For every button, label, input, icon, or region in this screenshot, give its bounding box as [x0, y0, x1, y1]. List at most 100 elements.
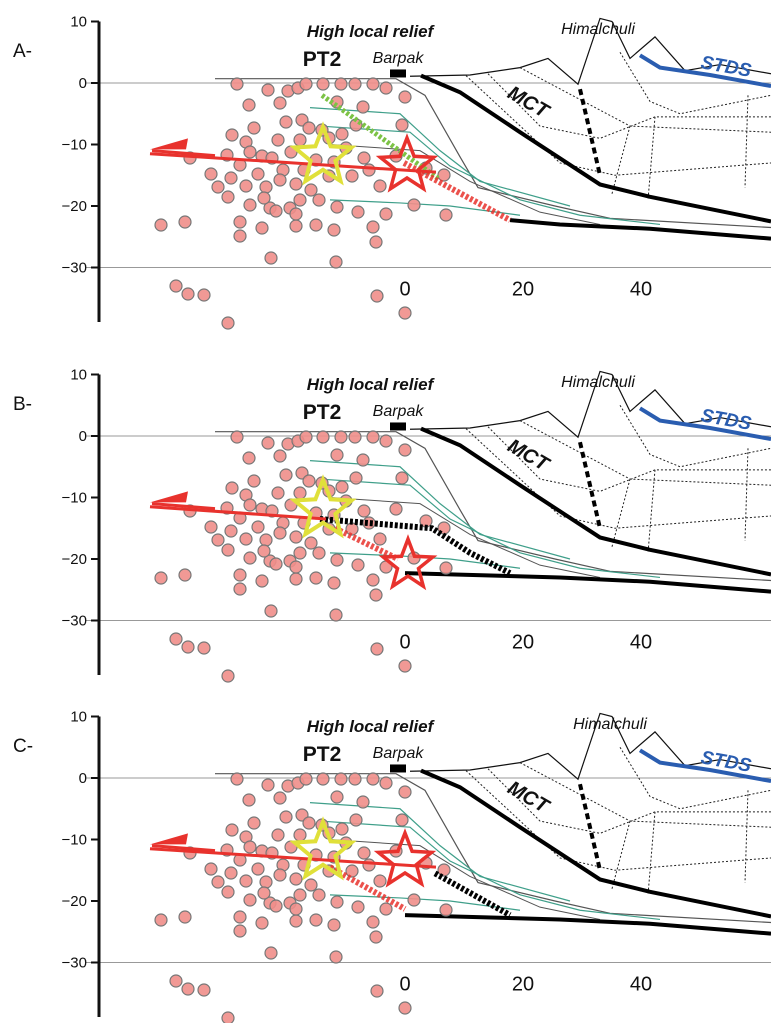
dotted-line	[611, 125, 631, 194]
earthquake-dot	[370, 642, 384, 656]
earthquake-dot	[357, 504, 371, 518]
y-tick-label: −10	[62, 137, 87, 154]
stds-fault-line	[638, 406, 771, 442]
earthquake-dot	[264, 604, 278, 618]
earthquake-dot	[242, 793, 256, 807]
slip-arrow-shaft	[151, 149, 216, 158]
earthquake-dot	[379, 902, 393, 916]
earthquake-dot	[178, 215, 192, 229]
dotted-line	[647, 469, 656, 553]
earthquake-dot	[334, 77, 348, 91]
earthquake-dot	[273, 791, 287, 805]
y-tick-label: 0	[79, 428, 87, 445]
red-dotted-ramp	[328, 864, 407, 912]
earthquake-dot	[316, 77, 330, 91]
earthquake-dot	[289, 207, 303, 221]
earthquake-dot	[437, 863, 451, 877]
earthquake-dot	[293, 888, 307, 902]
earthquake-dot	[255, 574, 269, 588]
earthquake-dot	[373, 179, 387, 193]
earthquake-dot	[349, 471, 363, 485]
hypocenter-star-yellow	[289, 474, 357, 539]
y-tick-label: −20	[62, 551, 87, 568]
earthquake-dot	[395, 813, 409, 827]
earthquake-dot	[370, 984, 384, 998]
earthquake-dot	[279, 115, 293, 129]
black-dotted-ramp	[319, 516, 512, 576]
strata-line	[309, 460, 571, 560]
strata-line	[329, 497, 601, 578]
barpak-label: Barpak	[373, 745, 425, 762]
earthquake-dot	[224, 171, 238, 185]
earthquake-dot	[169, 279, 183, 293]
himalchuli-label: Himalchuli	[561, 21, 635, 38]
earthquake-dot	[335, 822, 349, 836]
earthquake-dot	[154, 913, 168, 927]
earthquake-dot	[289, 572, 303, 586]
earthquake-dot	[289, 219, 303, 233]
black-dotted-ramp	[433, 870, 512, 918]
strata-line	[319, 820, 661, 921]
strata-line	[309, 107, 571, 207]
earthquake-dot	[181, 287, 195, 301]
earthquake-dot	[330, 553, 344, 567]
earthquake-dot	[398, 306, 412, 320]
earthquake-dot	[243, 198, 257, 212]
earthquake-dot	[289, 530, 303, 544]
earthquake-dot	[327, 918, 341, 932]
earthquake-dot	[407, 198, 421, 212]
x-tick-label: 20	[512, 632, 534, 654]
earthquake-dot	[279, 810, 293, 824]
pt2-label: PT2	[303, 743, 342, 766]
earthquake-dot	[289, 914, 303, 928]
mct-splay-dashed	[578, 441, 602, 529]
topography-line	[409, 370, 771, 439]
earthquake-dot	[366, 430, 380, 444]
earthquake-dot	[351, 205, 365, 219]
earthquake-dot	[348, 430, 362, 444]
strata-line	[329, 839, 601, 920]
x-tick-label: 0	[399, 632, 410, 654]
earthquake-dot	[379, 434, 393, 448]
earthquake-dot	[302, 474, 316, 488]
earthquake-dot	[230, 772, 244, 786]
strata-line	[215, 431, 771, 582]
earthquake-dot	[273, 173, 287, 187]
earthquake-dot	[211, 180, 225, 194]
earthquake-dot	[251, 167, 265, 181]
earthquake-dot	[251, 520, 265, 534]
green-dotted-ramp	[320, 93, 440, 181]
earthquake-dot	[316, 430, 330, 444]
x-tick-label: 40	[630, 632, 652, 654]
earthquake-dot	[273, 96, 287, 110]
y-tick-label: −30	[62, 955, 87, 972]
earthquake-dot	[293, 486, 307, 500]
earthquake-dot	[345, 169, 359, 183]
pt2-label: PT2	[303, 401, 342, 424]
earthquake-dot	[369, 930, 383, 944]
earthquake-dot	[243, 498, 257, 512]
earthquake-dot	[293, 828, 307, 842]
stds-fault-line	[638, 53, 771, 89]
earthquake-dot	[407, 893, 421, 907]
earthquake-dot	[230, 77, 244, 91]
earthquake-dot	[309, 571, 323, 585]
earthquake-dot	[309, 913, 323, 927]
earthquake-dot	[437, 168, 451, 182]
earthquake-dot	[269, 557, 283, 571]
barpak-marker	[390, 422, 406, 431]
dotted-line	[619, 404, 771, 468]
earthquake-dot	[259, 180, 273, 194]
y-tick-label: −10	[62, 832, 87, 849]
red-rupture-line	[149, 847, 437, 869]
earthquake-dot	[261, 436, 275, 450]
x-tick-label: 20	[512, 279, 534, 301]
earthquake-dot	[356, 100, 370, 114]
strata-line	[319, 125, 661, 226]
strata-line	[329, 894, 521, 911]
earthquake-dot	[154, 571, 168, 585]
earthquake-dot	[379, 776, 393, 790]
earthquake-dot	[221, 316, 235, 330]
earthquake-dot	[370, 289, 384, 303]
earthquake-dot	[271, 133, 285, 147]
